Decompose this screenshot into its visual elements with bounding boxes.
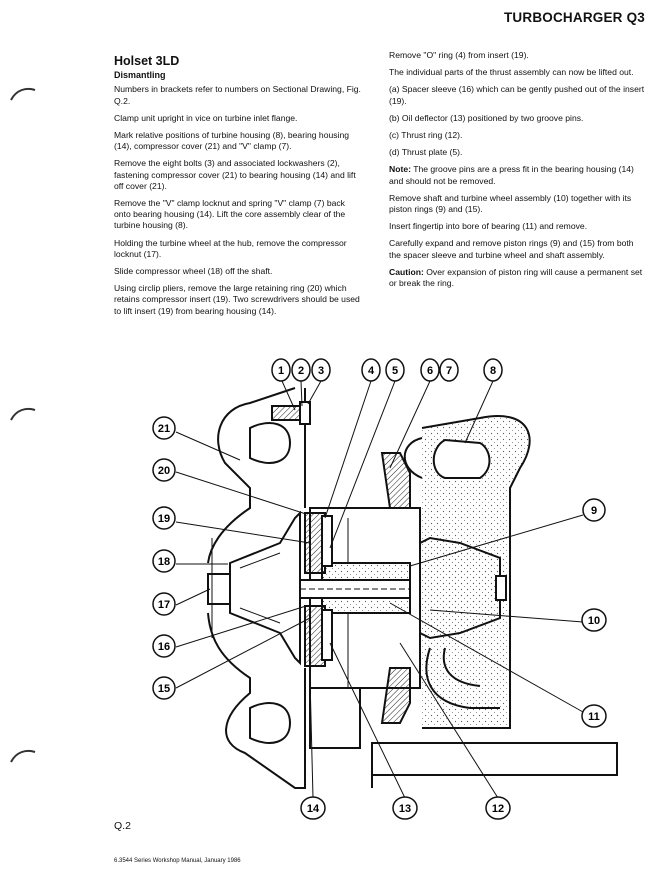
paragraph: Holding the turbine wheel at the hub, re… bbox=[114, 237, 347, 259]
paragraph: (d) Thrust plate (5). bbox=[389, 147, 463, 158]
paragraph: (a) Spacer sleeve (16) which can be gent… bbox=[389, 84, 645, 106]
svg-text:3: 3 bbox=[318, 365, 324, 377]
paragraph: Numbers in brackets refer to numbers on … bbox=[114, 84, 361, 106]
callout-12: 12 bbox=[485, 796, 511, 820]
svg-text:1: 1 bbox=[278, 365, 284, 377]
svg-text:17: 17 bbox=[158, 599, 170, 611]
callout-6: 6 bbox=[420, 358, 440, 382]
callout-18: 18 bbox=[152, 549, 176, 573]
margin-mark bbox=[10, 407, 36, 421]
svg-text:18: 18 bbox=[158, 556, 170, 568]
page-header: TURBOCHARGER Q3 bbox=[503, 10, 645, 25]
margin-mark bbox=[10, 749, 36, 763]
callout-7: 7 bbox=[439, 358, 459, 382]
subheading-dismantling: Dismantling bbox=[114, 70, 166, 81]
figure-label: Q.2 bbox=[114, 820, 131, 832]
paragraph: Carefully expand and remove piston rings… bbox=[389, 238, 634, 260]
svg-text:21: 21 bbox=[158, 423, 170, 435]
callout-21: 21 bbox=[152, 416, 176, 440]
callouts: 1 2 3 4 5 6 7 8 21 20 19 18 17 16 15 9 1… bbox=[152, 358, 607, 820]
callout-20: 20 bbox=[152, 458, 176, 482]
paragraph: Remove the eight bolts (3) and associate… bbox=[114, 158, 356, 191]
svg-text:10: 10 bbox=[588, 615, 600, 627]
callout-11: 11 bbox=[581, 704, 607, 728]
margin-mark bbox=[10, 87, 36, 101]
callout-2: 2 bbox=[291, 358, 311, 382]
note-paragraph: Note: The groove pins are a press fit in… bbox=[389, 164, 647, 186]
paragraph: Insert fingertip into bore of bearing (1… bbox=[389, 221, 588, 232]
callout-9: 9 bbox=[582, 498, 606, 522]
note-lead: Note: bbox=[389, 164, 411, 175]
callout-1: 1 bbox=[271, 358, 291, 382]
svg-text:7: 7 bbox=[446, 365, 452, 377]
callout-14: 14 bbox=[300, 796, 326, 820]
callout-10: 10 bbox=[581, 608, 607, 632]
section-title: Holset 3LD bbox=[114, 54, 180, 68]
svg-text:20: 20 bbox=[158, 465, 170, 477]
svg-text:6: 6 bbox=[427, 365, 433, 377]
svg-text:5: 5 bbox=[392, 365, 398, 377]
svg-text:19: 19 bbox=[158, 513, 170, 525]
callout-17: 17 bbox=[152, 592, 176, 616]
svg-text:4: 4 bbox=[368, 365, 375, 377]
callout-5: 5 bbox=[385, 358, 405, 382]
svg-text:16: 16 bbox=[158, 641, 170, 653]
paragraph: Slide compressor wheel (18) off the shaf… bbox=[114, 266, 273, 277]
caution-text: Over expansion of piston ring will cause… bbox=[389, 266, 643, 289]
drawing-body bbox=[207, 387, 618, 789]
paragraph: (b) Oil deflector (13) positioned by two… bbox=[389, 112, 584, 123]
callout-4: 4 bbox=[361, 358, 381, 382]
callout-3: 3 bbox=[311, 358, 331, 382]
paragraph: Clamp unit upright in vice on turbine in… bbox=[114, 112, 298, 123]
svg-text:12: 12 bbox=[492, 803, 504, 815]
turbocharger-sectional-drawing: 1 2 3 4 5 6 7 8 21 20 19 18 17 16 15 9 1… bbox=[152, 358, 618, 820]
paragraph: Remove "O" ring (4) from insert (19). bbox=[389, 50, 529, 60]
caution-lead: Caution: bbox=[389, 266, 424, 277]
caution-paragraph: Caution: Over expansion of piston ring w… bbox=[389, 267, 647, 289]
paragraph: Mark relative positions of turbine housi… bbox=[114, 130, 350, 152]
note-text: The groove pins are a press fit in the b… bbox=[389, 164, 634, 186]
paragraph: The individual parts of the thrust assem… bbox=[389, 67, 634, 78]
paragraph: (c) Thrust ring (12). bbox=[389, 130, 463, 141]
callout-15: 15 bbox=[152, 676, 176, 700]
paragraph: Remove shaft and turbine wheel assembly … bbox=[389, 192, 632, 215]
svg-text:2: 2 bbox=[298, 365, 304, 377]
callout-8: 8 bbox=[483, 358, 503, 382]
leader-lines bbox=[175, 380, 584, 799]
paragraph: Using circlip pliers, remove the large r… bbox=[114, 283, 360, 316]
page-footer: 6.3544 Series Workshop Manual, January 1… bbox=[114, 858, 241, 864]
callout-16: 16 bbox=[152, 634, 176, 658]
svg-text:8: 8 bbox=[490, 365, 496, 377]
left-column: Holset 3LD Dismantling Numbers in bracke… bbox=[114, 54, 364, 323]
svg-text:13: 13 bbox=[399, 803, 411, 815]
svg-text:14: 14 bbox=[307, 803, 320, 815]
paragraph: Remove the "V" clamp locknut and spring … bbox=[114, 198, 346, 231]
svg-text:11: 11 bbox=[588, 711, 600, 723]
callout-19: 19 bbox=[152, 506, 176, 530]
svg-text:9: 9 bbox=[591, 505, 597, 517]
svg-text:15: 15 bbox=[158, 683, 170, 695]
callout-13: 13 bbox=[392, 796, 418, 820]
right-column: Remove "O" ring (4) from insert (19). Th… bbox=[389, 50, 647, 295]
